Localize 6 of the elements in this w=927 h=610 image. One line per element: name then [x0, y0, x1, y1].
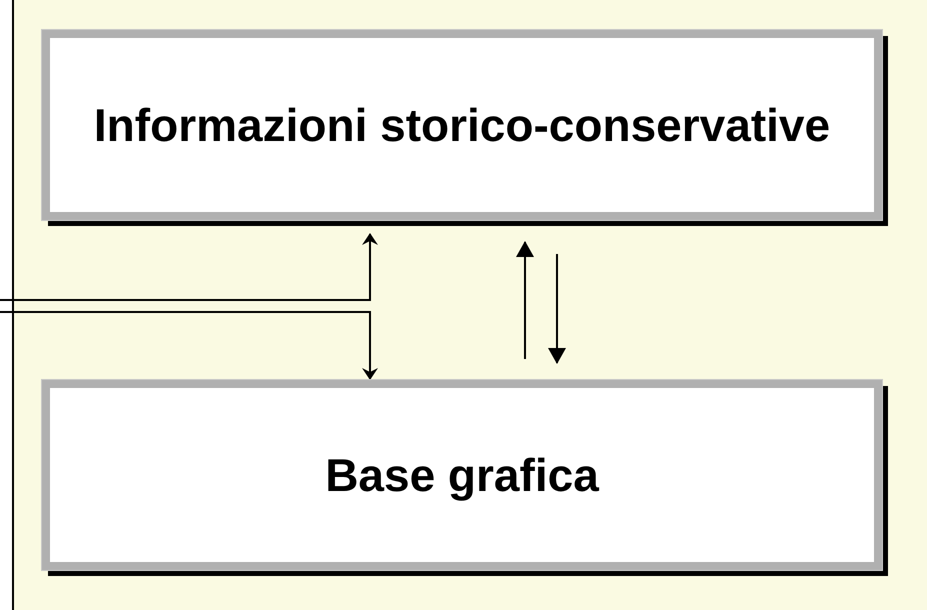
arrow: [0, 311, 378, 380]
arrow: [548, 254, 566, 364]
arrow: [0, 233, 378, 301]
arrow: [516, 241, 534, 359]
box-label: Base grafica: [325, 448, 599, 503]
box-label: Informazioni storico-conservative: [94, 98, 830, 153]
